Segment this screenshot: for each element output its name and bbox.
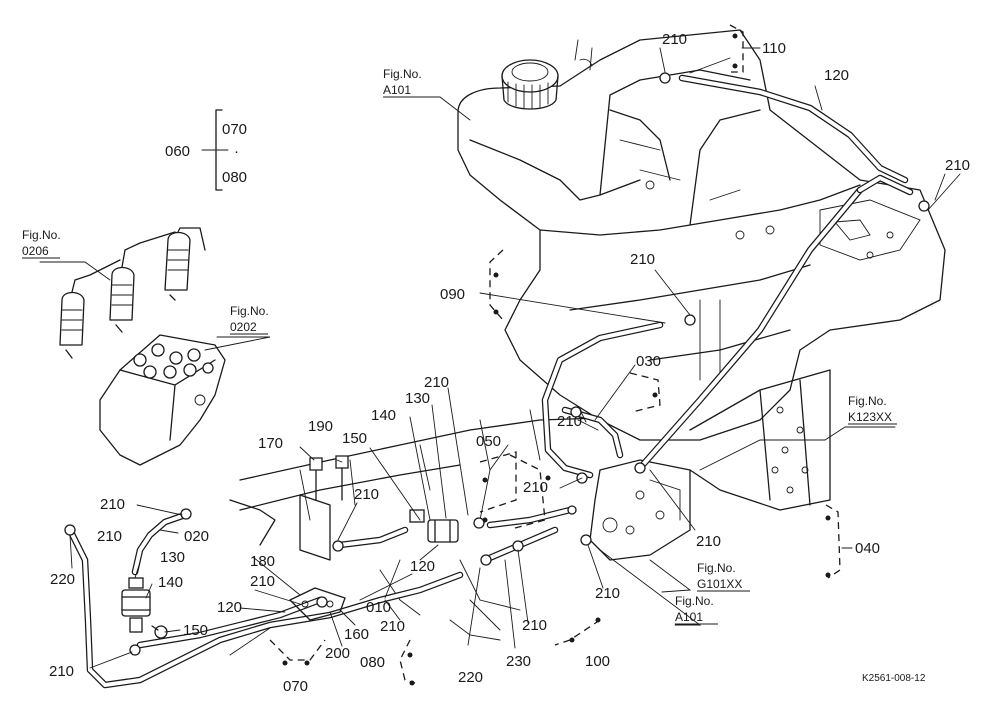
fig-ref-pump-2: 0202 xyxy=(230,320,257,334)
label-130: 130 xyxy=(160,549,185,566)
fig-ref-pump-1: Fig.No. xyxy=(230,304,269,318)
label-210-n: 210 xyxy=(595,585,620,602)
label-010: 010 xyxy=(366,599,391,616)
label-130-top: 130 xyxy=(405,390,430,407)
fig-ref-tank-2: A101 xyxy=(383,83,411,97)
label-dot: · xyxy=(234,143,239,160)
label-210-c: 210 xyxy=(630,251,655,268)
label-050: 050 xyxy=(476,433,501,450)
fig-ref-gearcase-2: G101XX xyxy=(697,577,742,591)
label-220-bottom: 220 xyxy=(458,669,483,686)
label-110: 110 xyxy=(762,40,786,57)
label-210-h: 210 xyxy=(100,496,125,513)
fig-ref-lower-1: Fig.No. xyxy=(675,594,714,608)
label-090: 090 xyxy=(440,286,465,303)
label-180: 180 xyxy=(250,553,275,570)
injection-pump xyxy=(99,334,226,466)
label-210-d: 210 xyxy=(424,374,449,391)
label-210-a: 210 xyxy=(662,31,687,48)
label-160: 160 xyxy=(344,626,369,643)
label-210-i: 210 xyxy=(97,528,122,545)
figure-underlines xyxy=(22,96,897,625)
label-040: 040 xyxy=(855,540,880,557)
label-210-b: 210 xyxy=(945,157,970,174)
label-060: 060 xyxy=(165,143,190,160)
fuel-tank xyxy=(457,29,946,441)
fig-ref-frame-1: Fig.No. xyxy=(848,394,887,408)
label-140-top: 140 xyxy=(371,407,396,424)
fig-ref-frame-2: K123XX xyxy=(848,410,892,424)
label-120-top: 120 xyxy=(824,67,849,84)
part-numbers: 060 070 · 080 110 120 210 210 210 090 03… xyxy=(49,31,970,695)
label-connectors xyxy=(201,149,853,549)
label-070-top: 070 xyxy=(222,121,247,138)
fuel-lines xyxy=(66,74,914,689)
group-brace-060 xyxy=(215,109,223,191)
label-210-k: 210 xyxy=(380,618,405,635)
label-120-mid: 120 xyxy=(410,558,435,575)
label-210-o: 210 xyxy=(696,533,721,550)
fig-ref-injector-1: Fig.No. xyxy=(22,228,61,242)
label-120-left: 120 xyxy=(217,599,242,616)
label-020: 020 xyxy=(184,528,209,545)
label-080: 080 xyxy=(360,654,385,671)
fittings xyxy=(64,72,930,656)
gear-case xyxy=(589,459,691,561)
label-100: 100 xyxy=(585,653,610,670)
label-210-f: 210 xyxy=(523,479,548,496)
drawing-code: K2561-008-12 xyxy=(862,673,926,684)
label-210-g: 210 xyxy=(354,486,379,503)
label-170: 170 xyxy=(258,435,283,452)
label-230: 230 xyxy=(506,653,531,670)
figure-references: Fig.No. A101 Fig.No. 0206 Fig.No. 0202 F… xyxy=(22,67,892,624)
fig-ref-tank-1: Fig.No. xyxy=(383,67,422,81)
label-080-top: 080 xyxy=(222,169,247,186)
label-070: 070 xyxy=(283,678,308,695)
label-150-top: 150 xyxy=(342,430,367,447)
group-brackets xyxy=(269,24,841,684)
leader-lines xyxy=(39,47,961,669)
label-210-m: 210 xyxy=(522,617,547,634)
label-140: 140 xyxy=(158,574,183,591)
label-190: 190 xyxy=(308,418,333,435)
label-210-l: 210 xyxy=(49,663,74,680)
label-030: 030 xyxy=(636,353,661,370)
label-150: 150 xyxy=(183,622,208,639)
fig-ref-gearcase-1: Fig.No. xyxy=(697,561,736,575)
group-dots xyxy=(282,33,831,686)
fig-ref-injector-2: 0206 xyxy=(22,244,49,258)
label-210-j: 210 xyxy=(250,573,275,590)
injectors xyxy=(59,227,206,359)
label-220-left: 220 xyxy=(50,571,75,588)
fig-ref-lower-2: A101 xyxy=(675,610,703,624)
label-200: 200 xyxy=(325,645,350,662)
label-210-e: 210 xyxy=(557,413,582,430)
